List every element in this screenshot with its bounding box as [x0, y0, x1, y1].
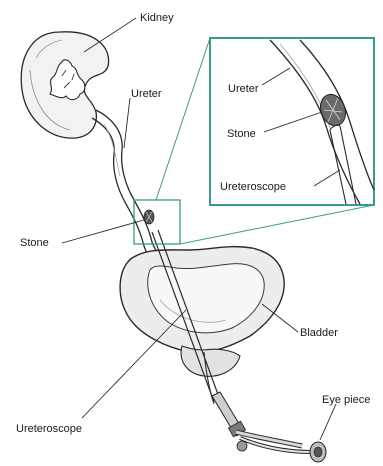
- zoom-inset: [134, 38, 374, 244]
- stone-label: Stone: [20, 237, 49, 249]
- ureter-label: Ureter: [131, 88, 162, 100]
- ureteroscope-label: Ureteroscope: [16, 423, 82, 435]
- kidney-label: Kidney: [140, 12, 174, 24]
- bladder-label: Bladder: [300, 327, 338, 339]
- inset-ureteroscope-label: Ureteroscope: [220, 181, 286, 193]
- eye-piece-label: Eye piece: [322, 394, 370, 406]
- inset-stone-label: Stone: [227, 128, 256, 140]
- ureter-illustration: [92, 110, 164, 266]
- inset-ureter-label: Ureter: [228, 83, 259, 95]
- bladder-illustration: [120, 247, 284, 404]
- kidney-illustration: [21, 32, 108, 138]
